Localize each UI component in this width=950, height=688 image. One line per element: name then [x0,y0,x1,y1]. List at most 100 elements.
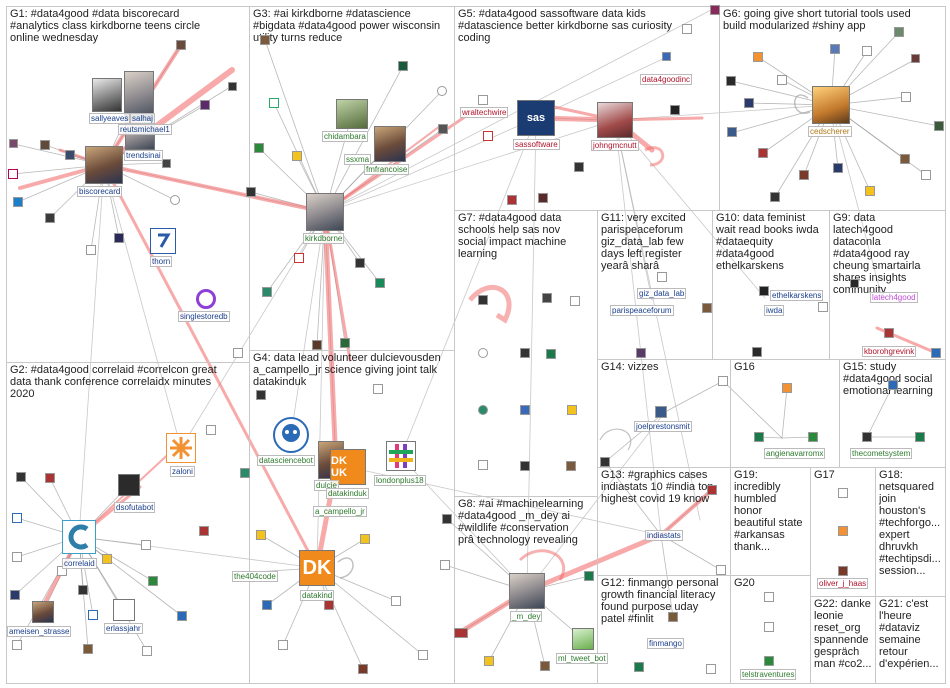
avatar-node[interactable] [702,303,712,313]
avatar-node[interactable] [777,75,787,85]
avatar-node[interactable] [636,348,646,358]
ameisen-strasse-avatar[interactable] [32,601,54,623]
avatar-node[interactable] [862,432,872,442]
avatar-node[interactable] [262,287,272,297]
singlestoredb-logo[interactable] [196,289,216,309]
avatar-node[interactable] [538,193,548,203]
avatar-node[interactable] [838,566,848,576]
avatar-node[interactable] [45,473,55,483]
avatar-node[interactable] [764,656,774,666]
londonplus18-logo[interactable] [386,441,416,471]
avatar-node[interactable] [9,139,18,148]
avatar-node[interactable] [478,295,488,305]
avatar-node[interactable] [570,296,580,306]
avatar-node[interactable] [584,571,594,581]
avatar-node[interactable] [668,612,678,622]
avatar-node[interactable] [478,348,488,358]
avatar-node[interactable] [340,338,350,348]
avatar-node[interactable] [830,44,840,54]
avatar-node[interactable] [254,143,264,153]
avatar-node[interactable] [655,406,667,418]
kirkdborne-avatar[interactable] [306,193,344,231]
avatar-node[interactable] [744,98,754,108]
avatar-node[interactable] [546,349,556,359]
avatar-node[interactable] [360,534,370,544]
avatar-node[interactable] [799,170,809,180]
avatar-node[interactable] [758,148,768,158]
avatar-node[interactable] [574,162,584,172]
avatar-node[interactable] [142,646,152,656]
m-dey-avatar[interactable] [509,573,545,609]
avatar-node[interactable] [478,405,488,415]
avatar-node[interactable] [566,461,576,471]
avatar-node[interactable] [934,121,944,131]
dsofutabot-avatar[interactable] [118,474,140,496]
avatar-node[interactable] [682,24,692,34]
avatar-node[interactable] [770,192,780,202]
datakind-logo[interactable]: DK [299,550,335,586]
zaloni-logo[interactable] [166,433,196,463]
avatar-node[interactable] [278,640,288,650]
avatar-node[interactable] [865,186,875,196]
avatar-node[interactable] [246,187,256,197]
avatar-node[interactable] [40,140,50,150]
avatar-node[interactable] [483,131,493,141]
avatar-node[interactable] [782,383,792,393]
avatar-node[interactable] [162,159,171,168]
avatar-node[interactable] [86,245,96,255]
johngmcnutt-avatar[interactable] [597,102,633,138]
avatar-node[interactable] [888,380,898,390]
avatar-node[interactable] [355,258,365,268]
avatar-node[interactable] [716,565,726,575]
avatar-node[interactable] [256,390,266,400]
avatar-node[interactable] [542,293,552,303]
avatar-node[interactable] [540,661,550,671]
erlassjahr-logo[interactable] [113,599,135,621]
avatar-node[interactable] [764,622,774,632]
avatar-node[interactable] [260,35,270,45]
avatar-node[interactable] [670,105,680,115]
avatar-node[interactable] [373,384,383,394]
avatar-node[interactable] [862,46,872,56]
avatar-node[interactable] [176,40,186,50]
avatar-node[interactable] [520,348,530,358]
avatar-node[interactable] [759,286,769,296]
avatar-node[interactable] [262,600,272,610]
cedscherer-avatar[interactable] [812,86,850,124]
avatar-node[interactable] [240,468,250,478]
avatar-node[interactable] [391,596,401,606]
avatar-node[interactable] [727,127,737,137]
avatar-node[interactable] [520,461,530,471]
thorn-logo[interactable] [150,228,176,254]
avatar-node[interactable] [900,154,910,164]
avatar-node[interactable] [752,347,762,357]
avatar-node[interactable] [478,95,488,105]
avatar-node[interactable] [206,425,216,435]
avatar-node[interactable] [838,526,848,536]
sallyeaves-avatar[interactable] [92,78,122,112]
avatar-node[interactable] [657,272,667,282]
avatar-node[interactable] [10,590,20,600]
avatar-node[interactable] [915,432,925,442]
avatar-node[interactable] [256,530,266,540]
avatar-node[interactable] [808,432,818,442]
correlaid-logo[interactable] [62,520,96,554]
avatar-node[interactable] [114,233,124,243]
avatar-node[interactable] [228,82,237,91]
avatar-node[interactable] [706,664,716,674]
datakinduk-logo[interactable]: DK UK [330,449,366,485]
avatar-node[interactable] [269,98,279,108]
avatar-node[interactable] [921,170,931,180]
avatar-node[interactable] [438,124,448,134]
avatar-node[interactable] [358,664,368,674]
avatar-node[interactable] [484,656,494,666]
avatar-node[interactable] [442,514,452,524]
avatar-node[interactable] [753,52,763,62]
avatar-node[interactable] [520,405,530,415]
avatar-node[interactable] [324,600,334,610]
sassoftware-logo[interactable]: sas [517,100,555,136]
fmfrancoise-avatar[interactable] [374,126,406,162]
avatar-node[interactable] [292,151,302,161]
avatar-node[interactable] [764,592,774,602]
avatar-node[interactable] [838,488,848,498]
